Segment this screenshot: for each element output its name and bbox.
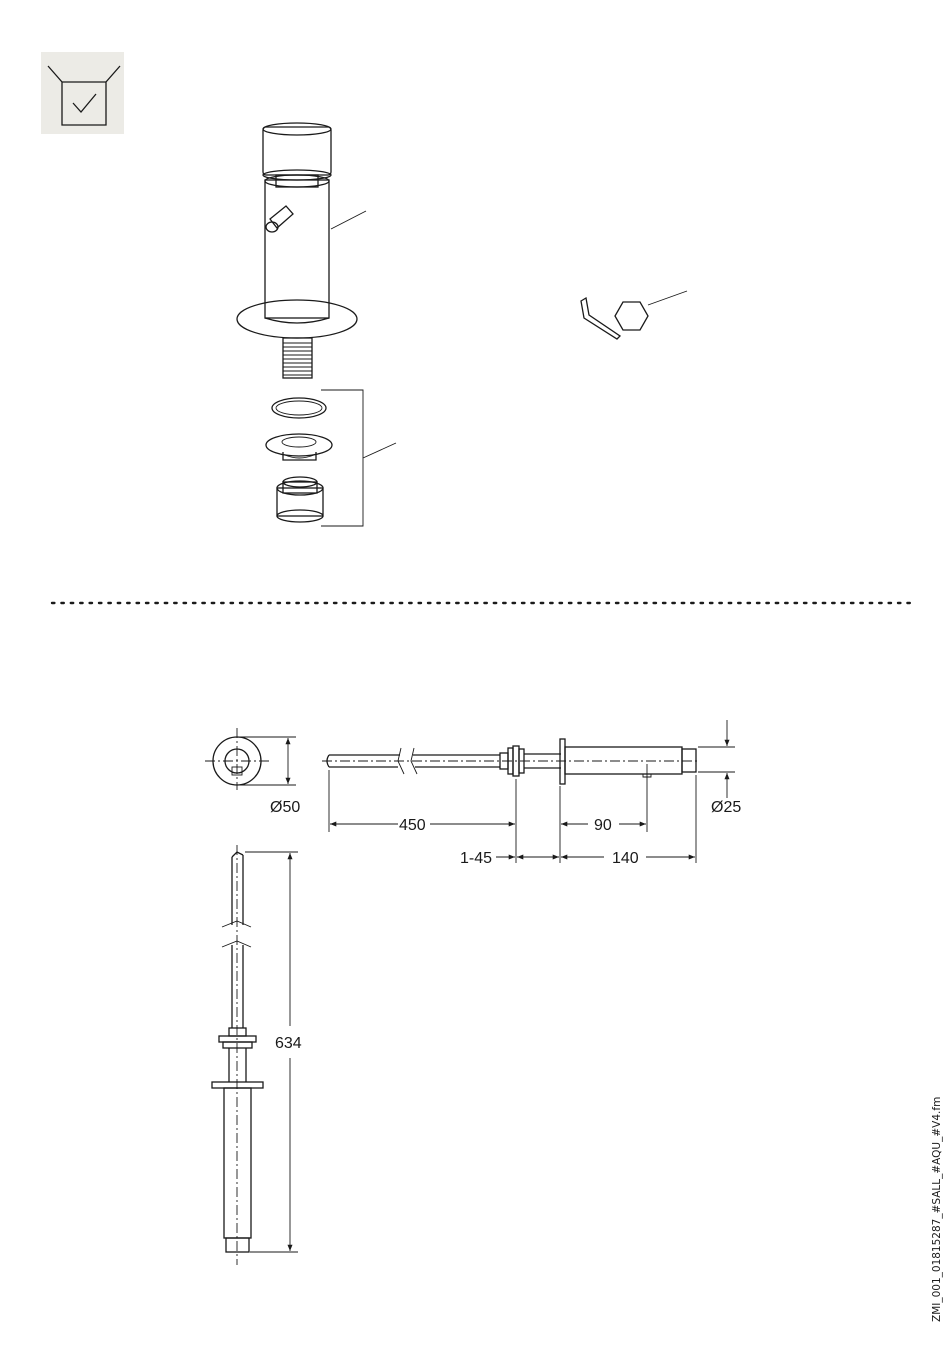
tap-exploded-view <box>237 123 396 526</box>
dim-length-90: 90 <box>594 817 612 834</box>
o-ring <box>272 398 326 418</box>
front-view-drawing <box>212 845 298 1265</box>
dim-length-1-45: 1-45 <box>460 850 492 867</box>
washer <box>266 434 332 460</box>
dim-diameter-25: Ø25 <box>711 799 741 816</box>
scope-of-delivery-badge <box>41 52 124 134</box>
dim-height-634: 634 <box>275 1035 302 1052</box>
end-view-drawing <box>205 728 296 790</box>
dim-length-450: 450 <box>399 817 426 834</box>
fixing-nut <box>277 477 323 522</box>
file-identifier: ZMI_001_01815287_#SALL_#AQU_#V4.fm <box>931 1097 943 1322</box>
threaded-shank <box>283 338 312 378</box>
hexagon-icon <box>615 302 648 330</box>
side-stem <box>266 206 293 232</box>
hex-key-tool <box>581 291 687 339</box>
dim-length-140: 140 <box>612 850 639 867</box>
side-view-drawing <box>322 720 735 863</box>
flange <box>237 300 357 338</box>
dim-diameter-50: Ø50 <box>270 799 300 816</box>
